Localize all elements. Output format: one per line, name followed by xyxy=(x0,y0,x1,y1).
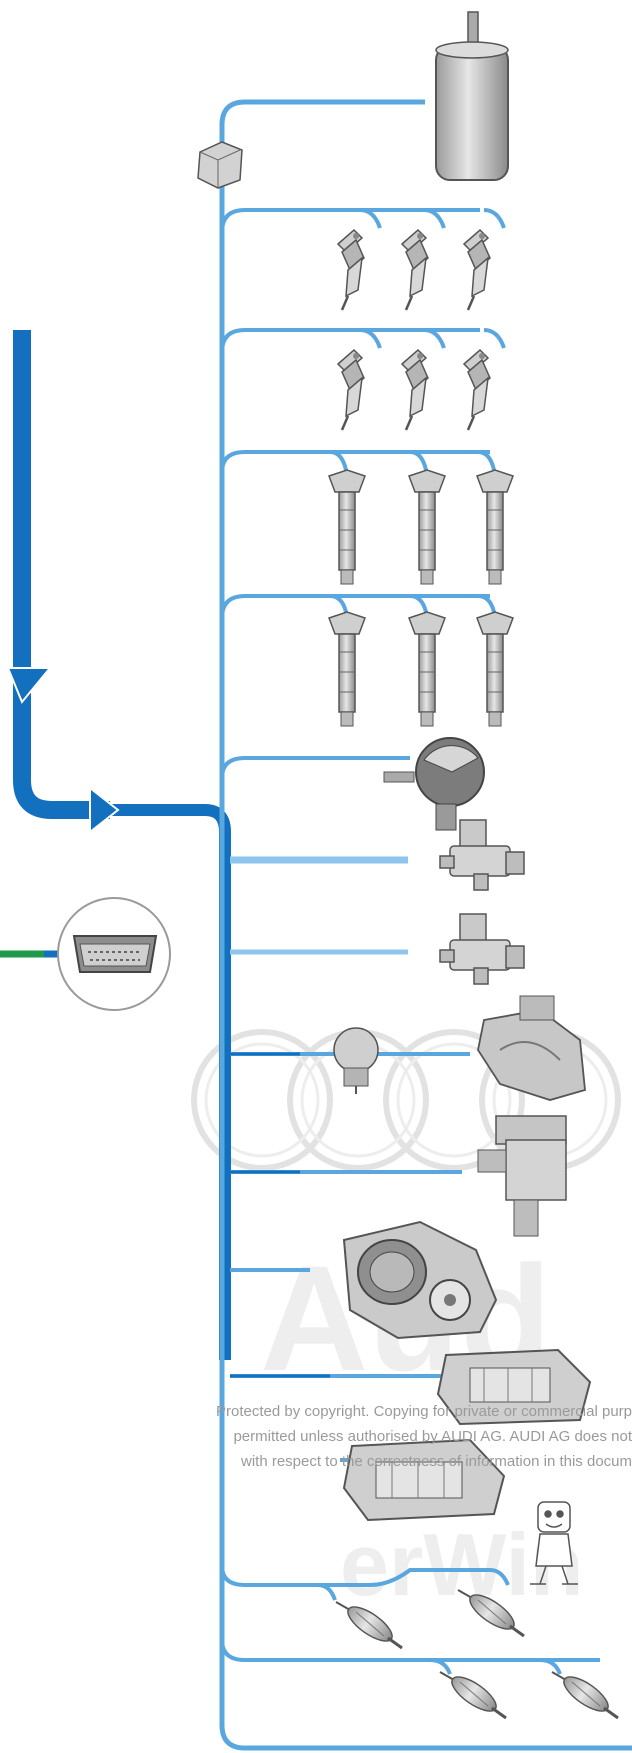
camshaft-actuator-icon xyxy=(478,996,585,1100)
copyright-notice-line-1: Protected by copyright. Copying for priv… xyxy=(0,1403,632,1420)
copyright-notice-line-3: with respect to the correctness of infor… xyxy=(0,1453,632,1470)
diagnostic-connector-icon xyxy=(58,898,170,1010)
small-sensor-icon xyxy=(334,1028,378,1094)
copyright-notice-line-2: permitted unless authorised by AUDI AG. … xyxy=(0,1428,632,1445)
valve-icon xyxy=(440,820,524,984)
pressure-sensor-icon xyxy=(384,738,484,830)
flow-arrow-right xyxy=(90,788,118,832)
input-bus xyxy=(22,330,225,1360)
relay-icon xyxy=(198,142,242,188)
fuel-pump-icon xyxy=(436,12,508,180)
